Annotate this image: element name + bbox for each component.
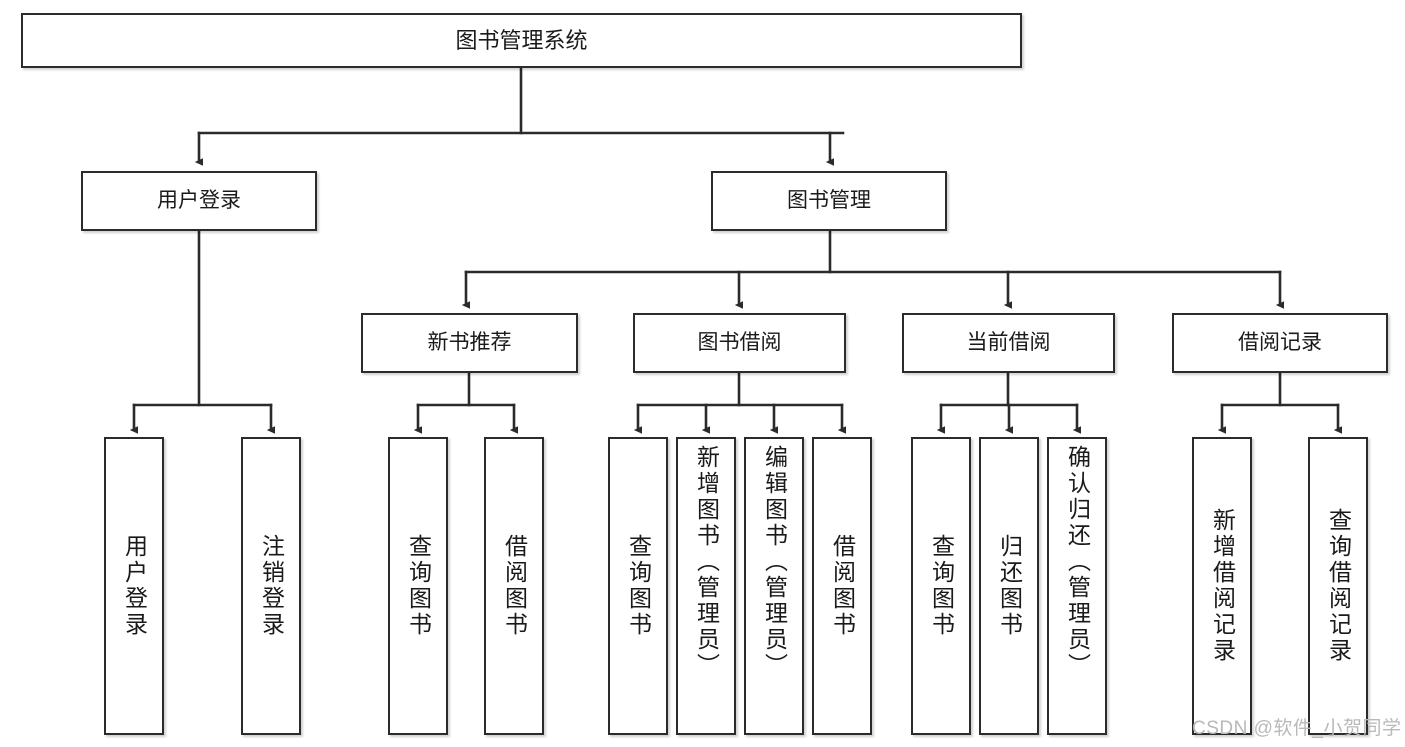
leaf-add-record[interactable]: 新增借阅记录	[1192, 437, 1252, 735]
node-book-management[interactable]: 图书管理	[711, 171, 947, 231]
leaf-add-record-label: 新增借阅记录	[1209, 508, 1236, 664]
leaf-query-record[interactable]: 查询借阅记录	[1308, 437, 1368, 735]
leaf-add-book[interactable]: 新增图书（管理员）	[676, 437, 736, 735]
leaf-logout-login[interactable]: 注销登录	[241, 437, 301, 735]
leaf-borrow-book-2[interactable]: 借阅图书	[812, 437, 872, 735]
node-borrow-record[interactable]: 借阅记录	[1172, 313, 1388, 373]
leaf-query-book-3-label: 查询图书	[928, 534, 955, 638]
leaf-query-record-label: 查询借阅记录	[1325, 508, 1352, 664]
node-user-login[interactable]: 用户登录	[81, 171, 317, 231]
leaf-user-login[interactable]: 用户登录	[104, 437, 164, 735]
node-new-book-recommend-label: 新书推荐	[427, 330, 512, 354]
leaf-edit-book[interactable]: 编辑图书（管理员）	[744, 437, 804, 735]
leaf-borrow-book-1-label: 借阅图书	[501, 534, 528, 638]
leaf-query-book-3[interactable]: 查询图书	[911, 437, 971, 735]
leaf-query-book-2-label: 查询图书	[625, 534, 652, 638]
node-book-borrow-label: 图书借阅	[697, 330, 782, 354]
node-user-login-label: 用户登录	[157, 188, 241, 212]
leaf-return-book-label: 归还图书	[996, 534, 1023, 638]
leaf-query-book-2[interactable]: 查询图书	[608, 437, 668, 735]
leaf-confirm-return-label: 确认归还（管理员）	[1064, 445, 1091, 679]
leaf-confirm-return[interactable]: 确认归还（管理员）	[1047, 437, 1107, 735]
leaf-borrow-book-2-label: 借阅图书	[829, 534, 856, 638]
leaf-return-book[interactable]: 归还图书	[979, 437, 1039, 735]
node-book-management-label: 图书管理	[787, 188, 871, 212]
leaf-query-book-1-label: 查询图书	[405, 534, 432, 638]
leaf-logout-login-label: 注销登录	[258, 534, 285, 638]
node-current-borrow-label: 当前借阅	[966, 330, 1051, 354]
leaf-query-book-1[interactable]: 查询图书	[388, 437, 448, 735]
node-root[interactable]: 图书管理系统	[21, 13, 1022, 68]
leaf-borrow-book-1[interactable]: 借阅图书	[484, 437, 544, 735]
leaf-add-book-label: 新增图书（管理员）	[693, 445, 720, 679]
leaf-edit-book-label: 编辑图书（管理员）	[761, 445, 788, 679]
node-new-book-recommend[interactable]: 新书推荐	[361, 313, 578, 373]
node-root-label: 图书管理系统	[455, 27, 588, 53]
node-current-borrow[interactable]: 当前借阅	[902, 313, 1115, 373]
node-book-borrow[interactable]: 图书借阅	[633, 313, 846, 373]
node-borrow-record-label: 借阅记录	[1238, 330, 1322, 354]
leaf-user-login-label: 用户登录	[121, 534, 148, 638]
